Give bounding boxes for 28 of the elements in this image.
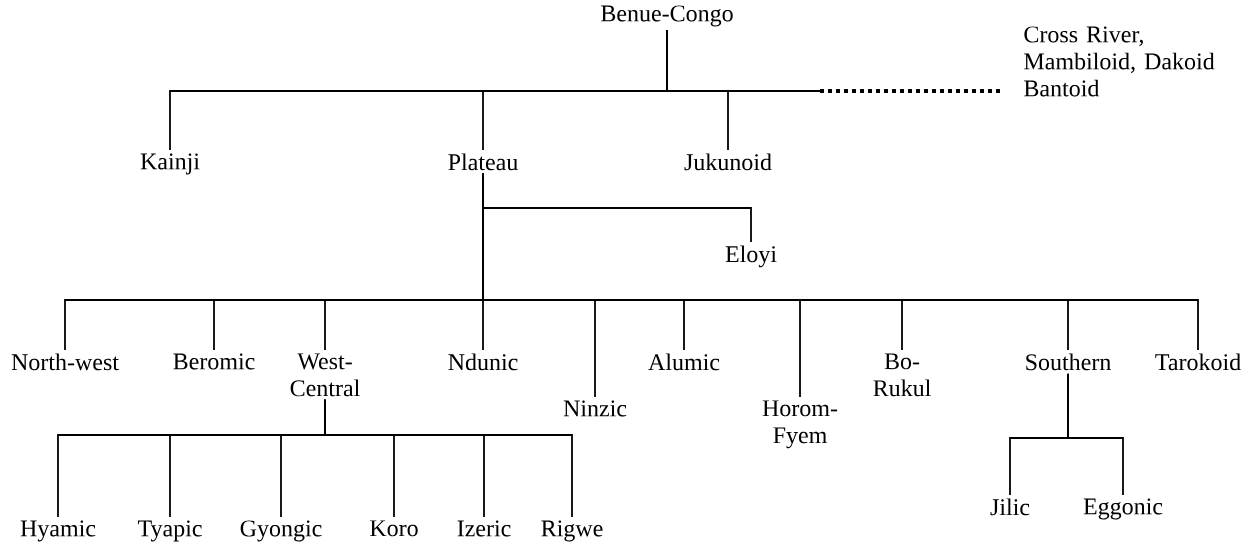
language-label: Cross River, Mambiloid, Dakoid Bantoid xyxy=(1024,26,1215,97)
language-label: Horom- Fyem xyxy=(762,400,838,449)
language-label: Beromic xyxy=(173,353,255,370)
language-label: West- Central xyxy=(290,353,360,397)
language-label: Bo- Rukul xyxy=(873,353,931,397)
language-label: Eloyi xyxy=(725,245,777,268)
branch-line xyxy=(482,172,1199,351)
language-label: Ninzic xyxy=(563,400,627,417)
language-label: Eggonic xyxy=(1083,498,1163,520)
branch-line xyxy=(1067,372,1124,496)
language-label: Southern xyxy=(1026,353,1111,371)
language-label: Jukunoid xyxy=(684,153,772,171)
language-label: Koro xyxy=(370,520,418,537)
language-label: Rigwe xyxy=(541,520,603,542)
language-label: Izeric xyxy=(457,520,511,537)
branch-line xyxy=(666,29,821,151)
language-label: Alumic xyxy=(648,353,720,371)
language-label: Jilic xyxy=(990,498,1030,516)
language-label: Hyamic xyxy=(20,520,96,542)
language-label: Benue-Congo xyxy=(601,5,733,27)
language-label: Kainji xyxy=(140,153,200,175)
language-label: Tarokoid xyxy=(1155,353,1241,371)
language-label: Tyapic xyxy=(137,520,202,542)
language-label: Gyongic xyxy=(240,520,322,542)
language-label: Ndunic xyxy=(448,353,518,371)
language-label: North-west xyxy=(11,353,119,371)
branch-line xyxy=(324,398,573,518)
language-label: Plateau xyxy=(448,153,518,171)
